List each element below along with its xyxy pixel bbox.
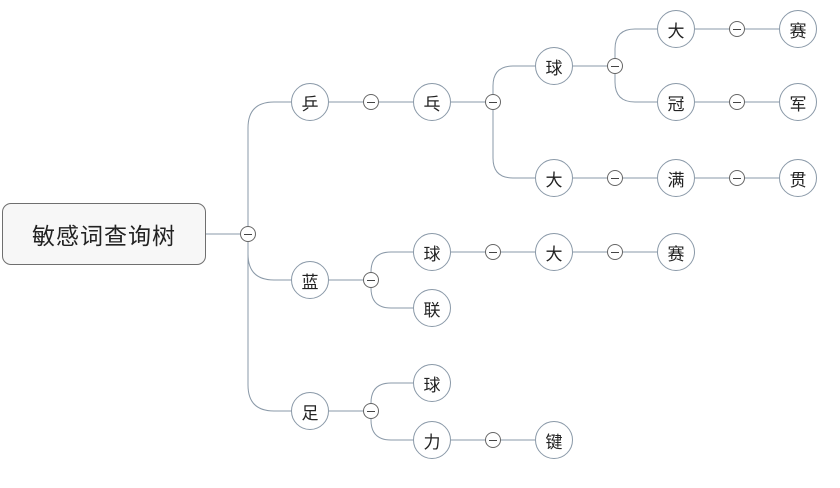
node-label: 冠 [667, 94, 685, 115]
tree-node-0-0-1-0[interactable]: 满 [657, 159, 695, 197]
collapse-button-2[interactable] [363, 403, 379, 419]
node-label: 大 [545, 244, 563, 265]
node-label: 军 [789, 94, 807, 115]
node-label: 联 [423, 300, 441, 321]
node-label: 球 [423, 375, 441, 396]
node-label: 大 [545, 170, 563, 191]
connector [614, 66, 657, 103]
node-label: 大 [667, 21, 685, 42]
tree-node-2-1[interactable]: 力 [413, 421, 451, 459]
node-label: 赛 [667, 244, 685, 265]
collapse-button-0-0[interactable] [485, 94, 501, 110]
tree-node-0[interactable]: 乒 [291, 83, 329, 121]
tree-node-1-1[interactable]: 联 [413, 289, 451, 327]
collapse-button-0-0-0-1[interactable] [729, 94, 745, 110]
collapse-button-1-0[interactable] [485, 244, 501, 260]
collapse-button-0-0-0-0[interactable] [729, 21, 745, 37]
tree-node-0-0[interactable]: 乓 [413, 83, 451, 121]
tree-node-0-0-1-0-0[interactable]: 贯 [779, 159, 817, 197]
collapse-button-0-0-1[interactable] [607, 170, 623, 186]
collapse-button-1[interactable] [363, 272, 379, 288]
tree-node-0-0-0-1-0[interactable]: 军 [779, 83, 817, 121]
connector [247, 234, 291, 281]
tree-node-0-0-0-1[interactable]: 冠 [657, 83, 695, 121]
node-label: 贯 [789, 170, 807, 191]
node-label: 力 [423, 432, 441, 453]
collapse-button-2-1[interactable] [485, 432, 501, 448]
root-label: 敏感词查询树 [32, 224, 176, 250]
connector [492, 102, 535, 179]
tree-node-0-0-1[interactable]: 大 [535, 159, 573, 197]
tree-node-0-0-0[interactable]: 球 [535, 47, 573, 85]
connector [370, 411, 413, 441]
tree-node-2[interactable]: 足 [291, 392, 329, 430]
connector [247, 101, 291, 234]
collapse-button-0-0-1-0[interactable] [729, 170, 745, 186]
tree-node-0-0-0-0-0[interactable]: 赛 [779, 10, 817, 48]
connector [370, 251, 413, 280]
tree-node-1-0[interactable]: 球 [413, 233, 451, 271]
connector [370, 382, 413, 411]
node-label: 乒 [301, 94, 319, 115]
node-label: 赛 [789, 21, 807, 42]
tree-node-1-0-0[interactable]: 大 [535, 233, 573, 271]
tree-node-1[interactable]: 蓝 [291, 261, 329, 299]
tree-node-1-0-0-0[interactable]: 赛 [657, 233, 695, 271]
tree-node-0-0-0-0[interactable]: 大 [657, 10, 695, 48]
node-label: 满 [667, 170, 685, 191]
node-label: 键 [545, 432, 563, 453]
root-node[interactable]: 敏感词查询树 [2, 203, 206, 265]
collapse-button-0-0-0[interactable] [607, 58, 623, 74]
connector [247, 234, 291, 412]
tree-node-2-1-0[interactable]: 键 [535, 421, 573, 459]
node-label: 球 [423, 244, 441, 265]
node-label: 球 [545, 58, 563, 79]
collapse-button-0[interactable] [363, 94, 379, 110]
connector [614, 28, 657, 66]
tree-node-2-0[interactable]: 球 [413, 364, 451, 402]
collapse-button-root[interactable] [240, 226, 256, 242]
connector [492, 65, 535, 102]
node-label: 乓 [423, 94, 441, 115]
collapse-button-1-0-0[interactable] [607, 244, 623, 260]
node-label: 足 [301, 403, 319, 424]
node-label: 蓝 [301, 272, 319, 293]
connector [370, 280, 413, 309]
